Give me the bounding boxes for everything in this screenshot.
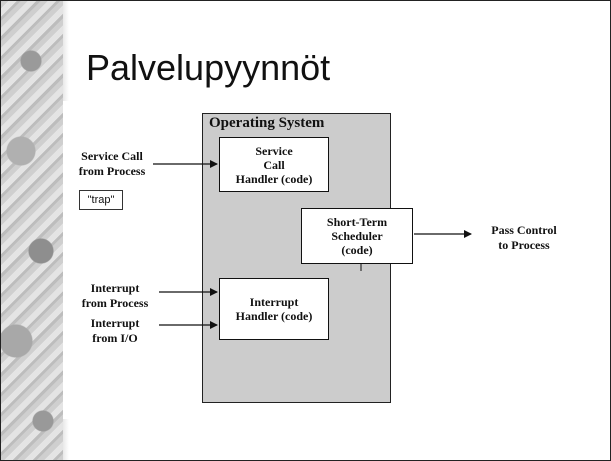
interrupt-from-io-label: Interrupt from I/O: [90, 316, 140, 345]
short-term-scheduler-label: Short-Term Scheduler (code): [326, 215, 388, 257]
decorative-gear-strip: [1, 1, 63, 460]
interrupt-from-process-label: Interrupt from Process: [81, 281, 149, 310]
operating-system-title: Operating System: [209, 115, 325, 131]
service-call-handler-label: Service Call Handler (code): [235, 143, 313, 186]
trap-label: "trap": [79, 190, 123, 210]
slide-title: Palvelupyynnöt: [86, 47, 331, 88]
service-call-label: Service Call from Process: [78, 149, 146, 178]
interrupt-handler-box: Interrupt Handler (code): [219, 278, 329, 340]
service-call-handler-box: Service Call Handler (code): [219, 137, 329, 192]
short-term-scheduler-box: Short-Term Scheduler (code): [301, 208, 413, 264]
pass-control-label: Pass Control to Process: [491, 223, 557, 252]
interrupt-handler-label: Interrupt Handler (code): [235, 295, 313, 323]
